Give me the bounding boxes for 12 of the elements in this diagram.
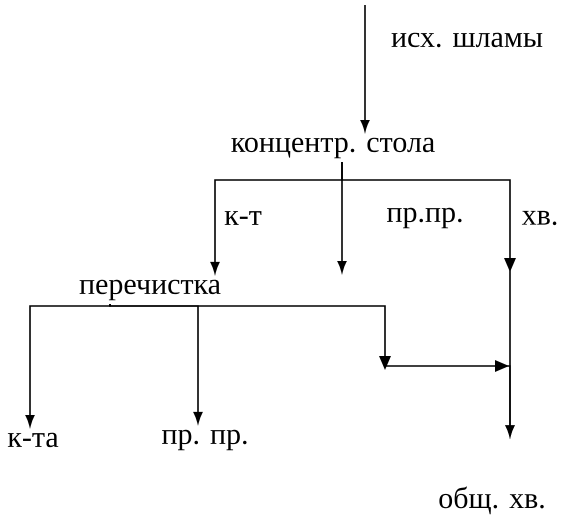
stage-label: к-та — [8, 432, 58, 448]
stage-label: перечистка — [80, 280, 221, 300]
flow-arrow — [360, 5, 370, 132]
edge-label: исх. шламы — [389, 30, 545, 50]
flow-arrow — [26, 304, 111, 426]
stage-label: концентр. стола — [231, 138, 435, 158]
flow-arrow — [109, 303, 514, 437]
stage-label: общ. хв. — [439, 486, 544, 514]
edge-label: к-т — [222, 209, 264, 227]
edge-label: хв. — [520, 208, 560, 228]
stage-label: пр. пр. — [162, 430, 247, 450]
edge-label: пр.пр. — [384, 206, 466, 230]
